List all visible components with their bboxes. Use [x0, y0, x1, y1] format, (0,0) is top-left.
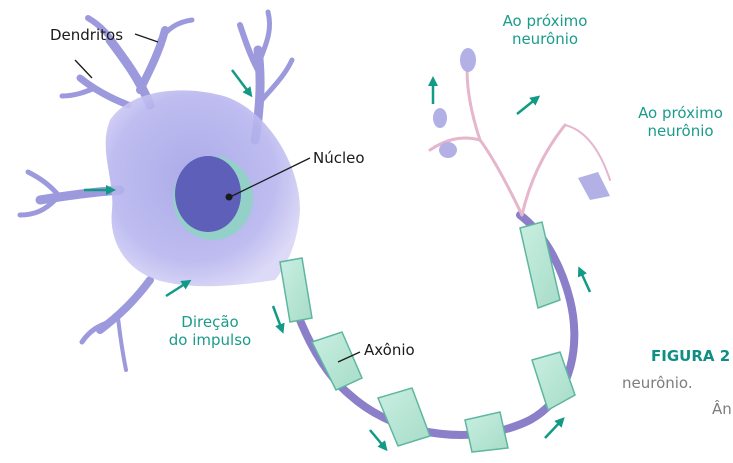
arrow-4: [273, 306, 282, 330]
arrow-7: [580, 270, 590, 292]
arrow-5: [370, 430, 385, 448]
label-proximo-top: Ao próximo neurônio: [490, 12, 600, 48]
label-direcao-line1: Direção: [150, 313, 270, 331]
axon-terminals: [430, 58, 610, 215]
label-proximo-top-line2: neurônio: [490, 30, 600, 48]
label-proximo-right: Ao próximo neurônio: [628, 104, 733, 140]
arrow-2: [232, 70, 250, 94]
label-direcao-line2: do impulso: [150, 331, 270, 349]
label-dendritos: Dendritos: [50, 26, 123, 44]
nucleus: [173, 156, 253, 240]
label-nucleo: Núcleo: [313, 149, 365, 167]
arrow-9: [517, 98, 537, 114]
caption-line-2: Ân: [712, 398, 732, 420]
label-axonio: Axônio: [364, 341, 415, 359]
label-proximo-right-line2: neurônio: [628, 122, 733, 140]
label-proximo-right-line1: Ao próximo: [628, 104, 733, 122]
figure-label: FIGURA 2: [651, 345, 730, 367]
caption-line-1: neurônio.: [622, 372, 693, 394]
label-direcao: Direção do impulso: [150, 313, 270, 349]
label-proximo-top-line1: Ao próximo: [490, 12, 600, 30]
arrow-6: [545, 420, 562, 438]
synaptic-terminals: [433, 48, 610, 200]
